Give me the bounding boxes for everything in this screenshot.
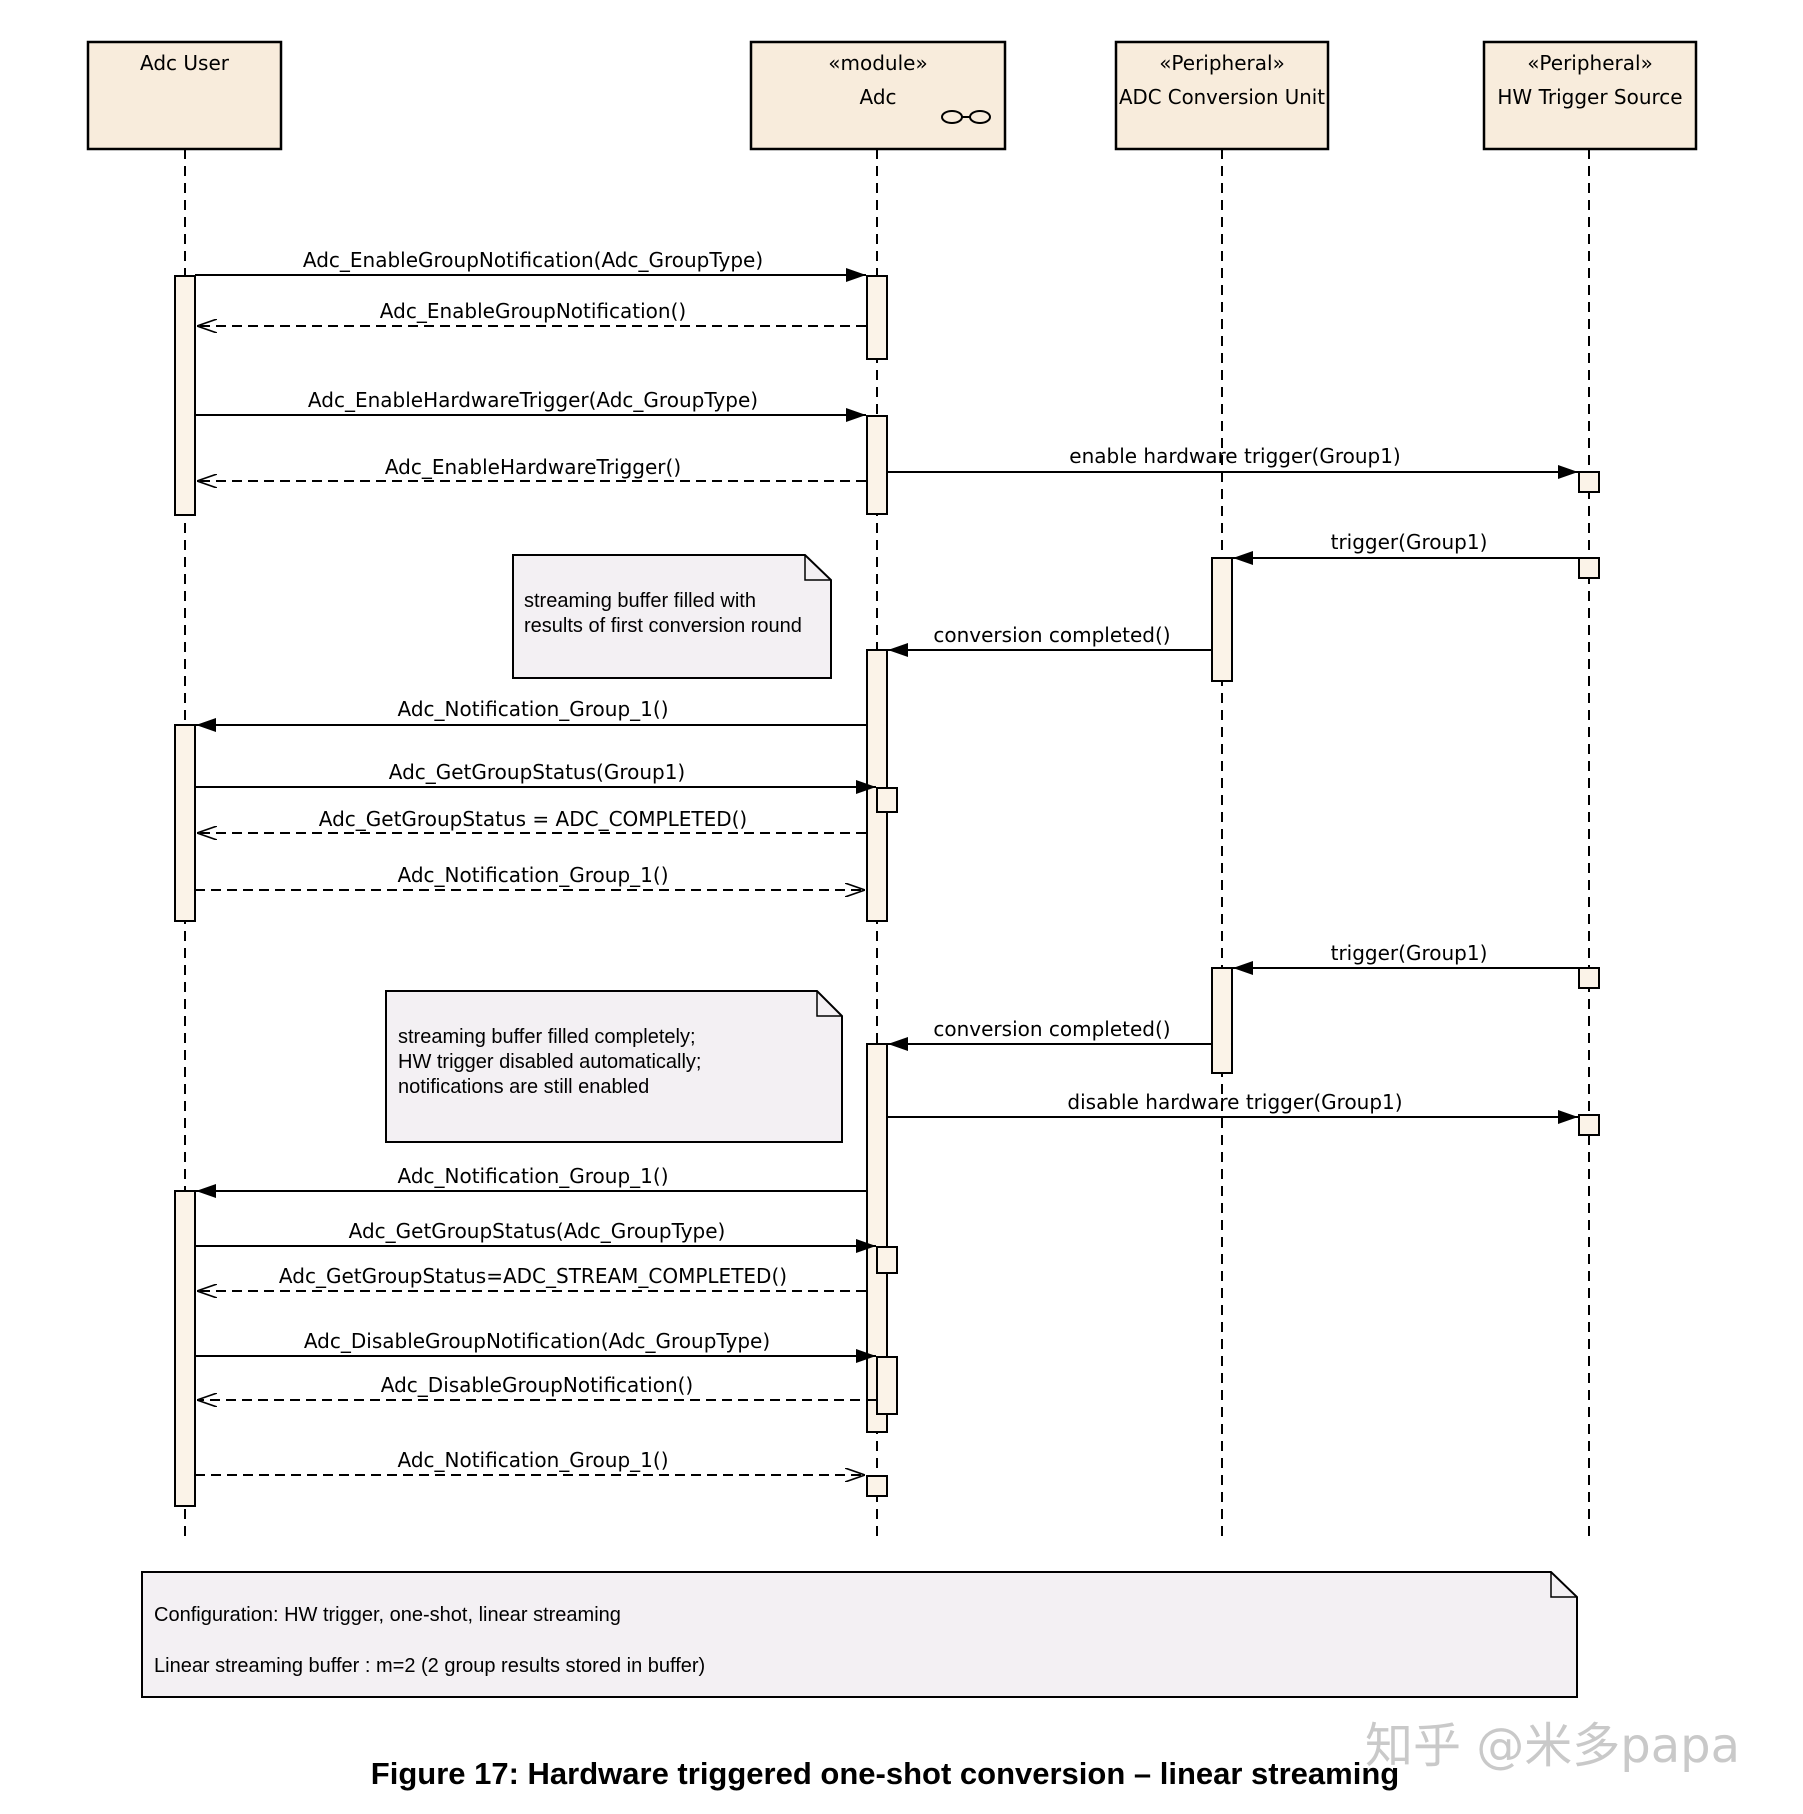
message-trigger-group1-first: trigger(Group1) <box>1233 530 1579 565</box>
lifeline-name-hw-trigger-source: HW Trigger Source <box>1497 85 1682 109</box>
note-configuration: Configuration: HW trigger, one-shot, lin… <box>141 1571 1578 1698</box>
activation-bar <box>1578 1114 1600 1136</box>
lifeline-stereotype-adc-conversion-unit: «Peripheral» <box>1159 51 1285 75</box>
activation-bar <box>174 275 196 516</box>
message-label: Adc_Notification_Group_1() <box>398 1164 669 1188</box>
message-label: trigger(Group1) <box>1331 941 1488 965</box>
lifeline-name-adc-user: Adc User <box>140 51 230 75</box>
note-first-round: streaming buffer filled with results of … <box>512 554 832 679</box>
subsystem-icon <box>941 110 991 124</box>
note-line: streaming buffer filled completely; <box>398 1026 696 1048</box>
message-label: Adc_GetGroupStatus(Adc_GroupType) <box>349 1219 726 1243</box>
message-label: enable hardware trigger(Group1) <box>1069 444 1400 468</box>
message-conversion-completed-second: conversion completed() <box>888 1017 1212 1051</box>
lifeline-name-adc: Adc <box>859 85 896 109</box>
message-notification-group1-return: Adc_Notification_Group_1() <box>195 863 865 890</box>
message-enable-hardware-trigger-return: Adc_EnableHardwareTrigger() <box>197 455 866 481</box>
message-label: Adc_Notification_Group_1() <box>398 697 669 721</box>
activation-bar <box>866 649 888 922</box>
activation-bar <box>1211 557 1233 682</box>
message-get-group-status-stream-completed: Adc_GetGroupStatus=ADC_STREAM_COMPLETED(… <box>197 1264 866 1291</box>
message-get-group-status-grouptype-call: Adc_GetGroupStatus(Adc_GroupType) <box>195 1219 876 1253</box>
activation-bar <box>876 787 898 813</box>
message-disable-hardware-trigger-group1: disable hardware trigger(Group1) <box>887 1090 1578 1124</box>
message-label: Adc_Notification_Group_1() <box>398 1448 669 1472</box>
message-get-group-status-call: Adc_GetGroupStatus(Group1) <box>195 760 876 794</box>
message-label: Adc_EnableHardwareTrigger(Adc_GroupType) <box>308 388 758 412</box>
message-label: disable hardware trigger(Group1) <box>1067 1090 1402 1114</box>
message-enable-group-notification-return: Adc_EnableGroupNotification() <box>197 299 866 326</box>
activation-bar <box>1578 471 1600 493</box>
activation-bar <box>866 275 888 360</box>
message-label: Adc_Notification_Group_1() <box>398 863 669 887</box>
message-disable-group-notification-call: Adc_DisableGroupNotification(Adc_GroupTy… <box>195 1329 876 1363</box>
message-notification-group1-first: Adc_Notification_Group_1() <box>196 697 867 732</box>
message-notification-group1-final: Adc_Notification_Group_1() <box>195 1448 865 1475</box>
message-disable-group-notification-return: Adc_DisableGroupNotification() <box>197 1373 876 1400</box>
message-label: Adc_DisableGroupNotification() <box>381 1373 693 1397</box>
lifeline-name-adc-conversion-unit: ADC Conversion Unit <box>1119 85 1325 109</box>
message-enable-hardware-trigger-group1: enable hardware trigger(Group1) <box>887 444 1578 479</box>
message-label: Adc_GetGroupStatus(Group1) <box>389 760 686 784</box>
message-label: Adc_EnableGroupNotification() <box>380 299 686 323</box>
messages: Adc_EnableGroupNotification(Adc_GroupTyp… <box>195 248 1579 1475</box>
message-label: Adc_DisableGroupNotification(Adc_GroupTy… <box>304 1329 770 1353</box>
message-enable-group-notification-call: Adc_EnableGroupNotification(Adc_GroupTyp… <box>195 248 866 282</box>
message-label: conversion completed() <box>933 623 1170 647</box>
activation-bar <box>876 1356 898 1415</box>
lifeline-header-hw-trigger-source <box>1482 40 1698 151</box>
note-line: notifications are still enabled <box>398 1076 649 1098</box>
note-buffer-full: streaming buffer filled completely; HW t… <box>385 990 843 1143</box>
lifeline-stereotype-hw-trigger-source: «Peripheral» <box>1527 51 1653 75</box>
activation-bar <box>876 1246 898 1274</box>
activation-bar <box>1211 967 1233 1074</box>
activation-bar <box>866 415 888 515</box>
message-label: Adc_GetGroupStatus=ADC_STREAM_COMPLETED(… <box>279 1264 787 1288</box>
lifeline-adc-conversion-unit: «Peripheral» ADC Conversion Unit <box>1114 40 1330 1543</box>
message-notification-group1-second: Adc_Notification_Group_1() <box>196 1164 867 1198</box>
activation-bar <box>174 724 196 922</box>
activation-bar <box>866 1475 888 1497</box>
activation-bar <box>174 1190 196 1507</box>
activation-bar <box>1578 557 1600 579</box>
note-line: Linear streaming buffer : m=2 (2 group r… <box>154 1655 705 1677</box>
message-label: Adc_GetGroupStatus = ADC_COMPLETED() <box>319 807 747 831</box>
message-label: Adc_EnableHardwareTrigger() <box>385 455 681 479</box>
lifeline-stereotype-adc: «module» <box>828 51 927 75</box>
lifeline-header-adc-conversion-unit <box>1114 40 1330 151</box>
message-label: trigger(Group1) <box>1331 530 1488 554</box>
message-label: Adc_EnableGroupNotification(Adc_GroupTyp… <box>303 248 763 272</box>
note-line: HW trigger disabled automatically; <box>398 1051 701 1073</box>
figure-caption: Figure 17: Hardware triggered one-shot c… <box>371 1756 1399 1791</box>
lifeline-adc: «module» Adc <box>749 40 1007 1543</box>
activation-bar <box>866 1043 888 1433</box>
message-trigger-group1-second: trigger(Group1) <box>1233 941 1579 975</box>
note-line: results of first conversion round <box>524 615 802 637</box>
lifeline-hw-trigger-source: «Peripheral» HW Trigger Source <box>1482 40 1698 1543</box>
message-conversion-completed-first: conversion completed() <box>888 623 1212 657</box>
lifeline-header-adc <box>749 40 1007 151</box>
lifeline-adc-user: Adc User <box>86 40 283 1543</box>
note-line: streaming buffer filled with <box>524 590 756 612</box>
message-enable-hardware-trigger-call: Adc_EnableHardwareTrigger(Adc_GroupType) <box>195 388 866 422</box>
message-label: conversion completed() <box>933 1017 1170 1041</box>
activation-bar <box>1578 967 1600 989</box>
activation-bars <box>174 275 1600 1507</box>
watermark: 知乎 @米多papa <box>1365 1718 1740 1774</box>
lifeline-header-adc-user <box>86 40 283 151</box>
note-line: Configuration: HW trigger, one-shot, lin… <box>154 1604 621 1626</box>
message-get-group-status-completed: Adc_GetGroupStatus = ADC_COMPLETED() <box>197 807 866 833</box>
